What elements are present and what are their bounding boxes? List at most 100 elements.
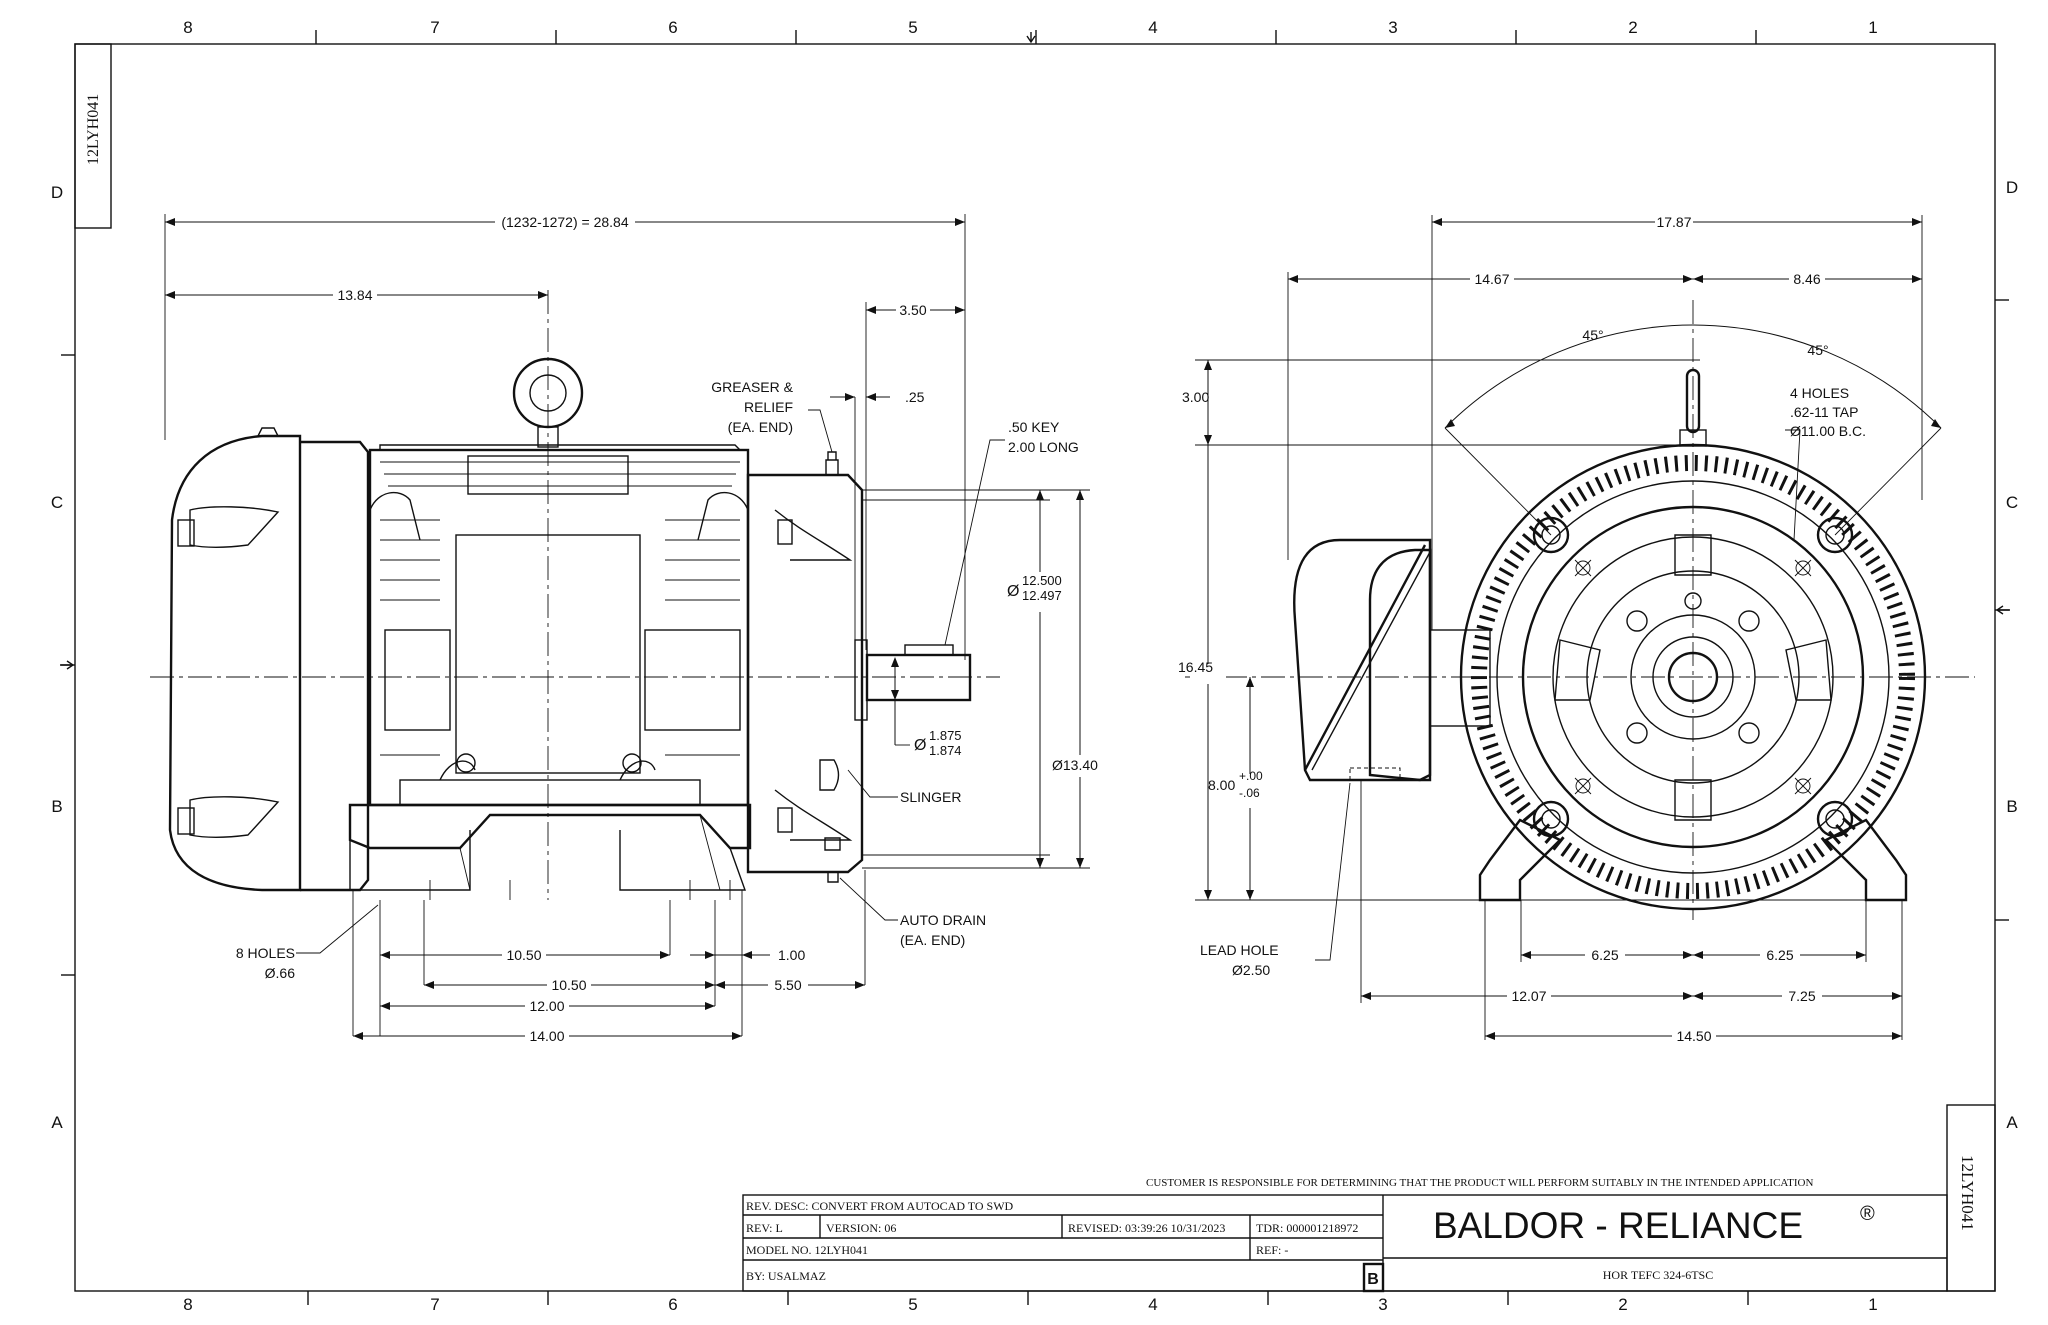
zone-col-top: 3 xyxy=(1388,18,1397,37)
motor-frame xyxy=(368,448,750,807)
note-slinger: SLINGER xyxy=(900,789,961,805)
dim-tol-minus: -.06 xyxy=(1239,786,1260,800)
dim-shaft-max: 1.875 xyxy=(929,728,962,743)
end-view-labels: 17.87 14.67 8.46 45° 45° 4 HOLES .62-11 … xyxy=(1178,214,1866,1044)
title-block xyxy=(742,1194,1948,1293)
dim-left-width: 14.67 xyxy=(1474,271,1509,287)
rev: REV: L xyxy=(746,1221,783,1235)
dim-base-1: 6.25 xyxy=(1591,947,1618,963)
disclaimer: CUSTOMER IS RESPONSIBLE FOR DETERMINING … xyxy=(1146,1177,1813,1189)
dim-shoulder: .25 xyxy=(905,389,925,405)
zone-col-top: 8 xyxy=(183,18,192,37)
end-view-feet xyxy=(1478,818,1563,902)
zone-col-bottom: 2 xyxy=(1618,1295,1627,1314)
dim-face-dia: Ø13.40 xyxy=(1052,757,1098,773)
fan-cover xyxy=(168,434,302,892)
sheet-size: B xyxy=(1367,1271,1379,1288)
model-number: MODEL NO. 12LYH041 xyxy=(746,1243,868,1257)
zone-row-right: A xyxy=(2006,1113,2018,1132)
tdr: TDR: 000001218972 xyxy=(1256,1221,1358,1235)
shaft xyxy=(865,653,972,702)
side-view xyxy=(150,212,1106,1046)
drawing-id-box-bottom: 12LYH041 xyxy=(1946,1104,1996,1292)
note-greaser-3: (EA. END) xyxy=(728,419,793,435)
dim-foot-3: 12.00 xyxy=(529,998,564,1014)
zone-row-left: D xyxy=(51,183,63,202)
dim-base-4: 7.25 xyxy=(1788,988,1815,1004)
dim-pilot-min: 12.497 xyxy=(1022,588,1062,603)
zone-row-left: C xyxy=(51,493,63,512)
zone-col-bottom: 1 xyxy=(1868,1295,1877,1314)
note-tap-3: Ø11.00 B.C. xyxy=(1790,423,1866,439)
zone-row-left: B xyxy=(51,797,62,816)
note-holes-1: 8 HOLES xyxy=(236,945,295,961)
note-lead-hole-2: Ø2.50 xyxy=(1232,962,1270,978)
title-block-text: CUSTOMER IS RESPONSIBLE FOR DETERMINING … xyxy=(746,1177,1875,1288)
dim-foot-2: 10.50 xyxy=(551,977,586,993)
dim-overall-width: 17.87 xyxy=(1656,214,1691,230)
note-lead-hole-1: LEAD HOLE xyxy=(1200,942,1279,958)
dim-pilot-max: 12.500 xyxy=(1022,573,1062,588)
note-auto-drain-2: (EA. END) xyxy=(900,932,965,948)
dim-end-1: 1.00 xyxy=(778,947,805,963)
note-tap-2: .62-11 TAP xyxy=(1790,404,1858,420)
zone-labels: 8 7 6 5 4 3 2 1 8 7 6 5 4 3 2 1 D C B A … xyxy=(51,18,2018,1314)
zone-col-top: 2 xyxy=(1628,18,1637,37)
note-greaser-2: RELIEF xyxy=(744,399,793,415)
zone-col-bottom: 5 xyxy=(908,1295,917,1314)
dim-base-2: 6.25 xyxy=(1766,947,1793,963)
drawing-id-bottom: 12LYH041 xyxy=(1958,1155,1977,1231)
drawing-id-top: 12LYH041 xyxy=(85,94,102,165)
zone-row-right: D xyxy=(2006,178,2018,197)
zone-col-bottom: 4 xyxy=(1148,1295,1157,1314)
motor-feet xyxy=(348,803,752,850)
dim-total-height: 16.45 xyxy=(1178,659,1213,675)
drawing-id-box-top: 12LYH041 xyxy=(74,43,112,229)
dim-tol-plus: +.00 xyxy=(1239,769,1263,783)
zone-row-right: C xyxy=(2006,493,2018,512)
company-name: BALDOR - RELIANCE xyxy=(1433,1205,1803,1246)
note-holes-2: Ø.66 xyxy=(265,965,296,981)
zone-col-bottom: 3 xyxy=(1378,1295,1387,1314)
side-view-labels: (1232-1272) = 28.84 13.84 3.50 .25 GREAS… xyxy=(236,214,1098,1044)
dim-shaft-extension: 3.50 xyxy=(899,302,926,318)
zone-col-bottom: 6 xyxy=(668,1295,677,1314)
dim-angle-left: 45° xyxy=(1582,327,1603,343)
ref: REF: - xyxy=(1256,1243,1288,1257)
zone-col-top: 6 xyxy=(668,18,677,37)
note-tap-1: 4 HOLES xyxy=(1790,385,1849,401)
zone-row-right: B xyxy=(2006,797,2017,816)
revised: REVISED: 03:39:26 10/31/2023 xyxy=(1068,1221,1225,1235)
dim-end-2: 5.50 xyxy=(774,977,801,993)
zone-col-top: 1 xyxy=(1868,18,1877,37)
version: VERSION: 06 xyxy=(826,1221,896,1235)
note-key-1: .50 KEY xyxy=(1008,419,1060,435)
dim-to-centerline: 13.84 xyxy=(337,287,372,303)
dim-shaft-height: 8.00 xyxy=(1208,777,1235,793)
dim-base-3: 12.07 xyxy=(1511,988,1546,1004)
rev-desc: REV. DESC: CONVERT FROM AUTOCAD TO SWD xyxy=(746,1199,1014,1213)
zone-col-top: 4 xyxy=(1148,18,1157,37)
note-auto-drain-1: AUTO DRAIN xyxy=(900,912,986,928)
note-greaser-1: GREASER & xyxy=(711,379,793,395)
end-view xyxy=(1185,212,1975,1046)
zone-col-top: 7 xyxy=(430,18,439,37)
dim-foot-1: 10.50 xyxy=(506,947,541,963)
end-bracket xyxy=(746,473,864,874)
dim-shaft-sym: Ø xyxy=(914,737,926,754)
fin-ring xyxy=(1471,455,1915,899)
motor-description: HOR TEFC 324-6TSC xyxy=(1603,1268,1713,1282)
dim-right-width: 8.46 xyxy=(1793,271,1820,287)
zone-col-top: 5 xyxy=(908,18,917,37)
dim-angle-right: 45° xyxy=(1807,342,1828,358)
conduit-box xyxy=(1368,548,1432,782)
drawing-border xyxy=(60,30,2010,1305)
zone-col-bottom: 8 xyxy=(183,1295,192,1314)
dim-lift-height: 3.00 xyxy=(1182,389,1209,405)
dim-shaft-min: 1.874 xyxy=(929,743,962,758)
registered-mark: ® xyxy=(1860,1203,1875,1225)
note-key-2: 2.00 LONG xyxy=(1008,439,1079,455)
dim-foot-4: 14.00 xyxy=(529,1028,564,1044)
dim-pilot-sym: Ø xyxy=(1007,583,1019,600)
